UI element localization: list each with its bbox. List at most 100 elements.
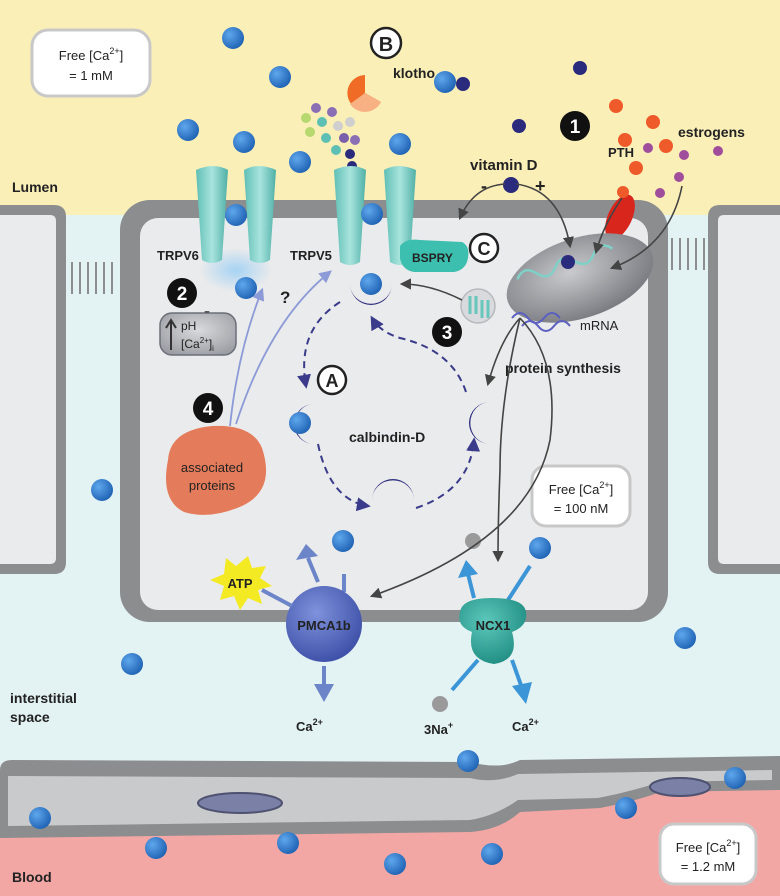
blood-calcium-ions (29, 767, 746, 875)
marker-c-circle (468, 232, 500, 264)
svg-text:Ca2+: Ca2+ (296, 717, 323, 734)
blood-concentration-box (658, 822, 758, 886)
sodium-ion-out (432, 696, 448, 712)
marker-a-circle (316, 364, 348, 396)
calbindin-cycle-arrows (297, 301, 481, 512)
calbindin-left-calcium (289, 412, 311, 434)
cell-conc-line1: Free [Ca (549, 482, 600, 497)
na-sup: + (448, 720, 453, 730)
trpv5-channel-right (384, 166, 416, 265)
pmca-arrow-out-head (314, 684, 334, 702)
marker-b: B (379, 34, 393, 56)
ca-i-sup: 2+ (200, 336, 209, 345)
protein-synthesis-label: protein synthesis (505, 360, 621, 376)
ncx-arrow-in-1 (466, 573, 476, 599)
svg-text:Ca2+: Ca2+ (512, 717, 539, 734)
svg-text:Free [Ca2+]: Free [Ca2+] (549, 480, 613, 497)
trpv5-calcium (361, 203, 383, 225)
marker-3-circle (432, 317, 462, 347)
endothelial-nucleus-1 (197, 792, 283, 814)
pth-label: PTH (608, 145, 634, 160)
associated-proteins-shape (166, 425, 267, 515)
lumen-calcium-ions (177, 27, 456, 173)
lumen-conc-line1: Free [Ca (59, 48, 110, 63)
svg-text:Free [Ca2+]: Free [Ca2+] (676, 838, 740, 855)
nuclear-vitamin-d (561, 255, 575, 269)
ncx-label: NCX1 (476, 618, 511, 633)
endothelial-nucleus-2 (649, 777, 711, 797)
atp-star (210, 556, 272, 610)
cell-conc-sup: 2+ (599, 480, 609, 490)
marker-b-circle (369, 26, 403, 60)
bspry-label: BSPRY (412, 251, 453, 265)
marker-a: A (326, 371, 339, 391)
tight-junction-right (671, 238, 705, 270)
svg-text:3Na+: 3Na+ (424, 720, 453, 737)
trpv6-label: TRPV6 (157, 248, 199, 263)
lumen-label: Lumen (12, 179, 58, 195)
right-neighbor-cytoplasm (718, 215, 780, 564)
marker-3: 3 (442, 323, 453, 344)
trpv5-channel-left (334, 166, 366, 265)
trpv6-channel-left (196, 166, 228, 263)
pmca-pump (286, 586, 362, 662)
regulatory-arrows (369, 183, 683, 599)
marker-4: 4 (203, 399, 214, 420)
klotho-highlight (350, 93, 381, 112)
ncx-arrow-out-1 (450, 658, 480, 692)
ph-up-arrow (165, 318, 177, 350)
estrogen-molecules (643, 143, 723, 198)
trpv6-calcium (225, 204, 247, 226)
atp-label: ATP (227, 576, 252, 591)
marker-4-circle (193, 393, 223, 423)
blood-label: Blood (12, 869, 52, 885)
left-neighbor-cytoplasm (0, 215, 56, 564)
trpv6-intracellular-calcium (235, 277, 257, 299)
nucleus (506, 233, 654, 323)
interstitial-label-2: space (10, 709, 50, 725)
bspry-protein (400, 239, 469, 272)
pth-receptor-bound (617, 186, 629, 198)
marker-2: 2 (177, 284, 188, 305)
ncx-arrow-out-2-head (512, 682, 532, 704)
marker-1: 1 (570, 117, 581, 138)
vesicle (460, 288, 496, 324)
blood-conc-end: ] (737, 840, 741, 855)
vesicle-channel-1 (468, 296, 478, 314)
pmca-arrow-in (306, 557, 320, 583)
ncx-arrow-out-2 (510, 659, 524, 689)
ph-calcium-box (159, 312, 237, 356)
lumen-concentration-box (30, 28, 152, 98)
associated-label-1: associated (181, 460, 243, 475)
blood-conc-line2: = 1.2 mM (681, 859, 736, 874)
inhibition-minus: - (204, 301, 210, 321)
associated-protein-arrows (229, 270, 332, 427)
ncx-ca-label: Ca (512, 719, 529, 734)
trpv6-channel-right (244, 166, 276, 263)
tight-junction-left (71, 262, 113, 294)
cell-conc-end: ] (610, 482, 614, 497)
pmca-ca-sup: 2+ (313, 717, 323, 727)
question-mark: ? (280, 288, 290, 307)
vitamin-d-molecules-lumen (456, 61, 587, 133)
pth-receptor (605, 194, 635, 240)
klotho-label: klotho (393, 65, 435, 81)
vitamin-d-label: vitamin D (470, 157, 538, 174)
na-label: 3Na (424, 722, 449, 737)
interstitial-label-1: interstitial (10, 690, 77, 706)
trpv5-label: TRPV5 (290, 248, 332, 263)
lumen-conc-line2: = 1 mM (69, 68, 113, 83)
ncx-exchanger (459, 598, 527, 664)
pmca-arrow-in-head (296, 544, 318, 560)
sodium-ion-cell (465, 533, 481, 549)
marker-c: C (478, 239, 491, 259)
vitamin-d-minus: - (481, 176, 487, 196)
calbindin-label: calbindin-D (349, 429, 425, 445)
pth-molecules (609, 99, 673, 175)
svg-text:[Ca2+]i: [Ca2+]i (181, 336, 214, 353)
ncx-arrow-in-1-head (458, 560, 478, 578)
svg-text:Free [Ca2+]: Free [Ca2+] (59, 46, 123, 63)
atp-link (261, 588, 293, 608)
vitamin-d-molecule (503, 177, 519, 193)
